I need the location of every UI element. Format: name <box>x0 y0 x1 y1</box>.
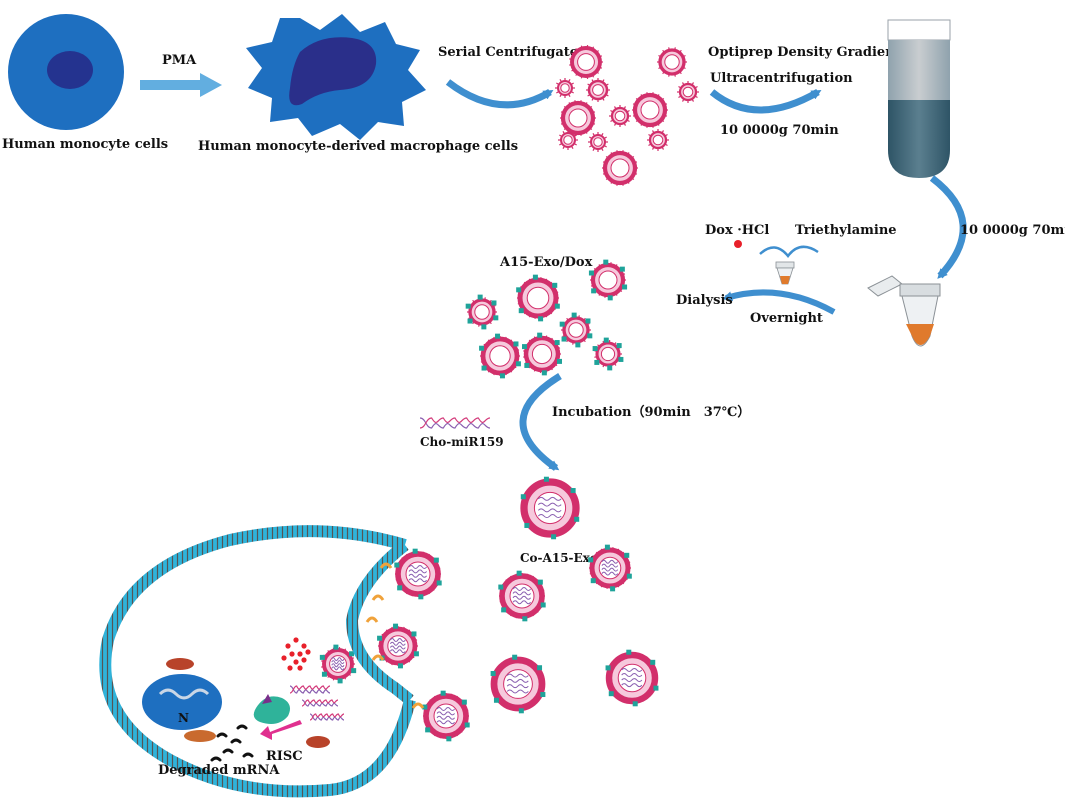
monocyte-cell-icon <box>8 14 124 130</box>
centrifuge-tube-icon <box>887 19 951 178</box>
speed-label-top: 10 0000g 70min <box>720 123 839 138</box>
monocyte-label: Human monocyte cells <box>2 137 168 152</box>
dox-bracket-arrow <box>759 245 819 259</box>
exosome-icon <box>602 150 638 186</box>
nucleus-icon <box>142 674 222 730</box>
exosome-icon <box>586 78 610 102</box>
exosome-icon <box>319 644 357 684</box>
serial-centrifugate-label: Serial Centrifugate <box>438 45 578 60</box>
exosome-icon <box>520 476 580 540</box>
mirna-helix-icon <box>419 417 491 429</box>
serial-centrifugate-arrow <box>445 79 554 109</box>
eppendorf-tube-icon <box>867 275 941 347</box>
exosome-icon <box>605 649 659 707</box>
mirna-helix-icon <box>419 417 491 429</box>
co-a15-exo-label: Co-A15-Exo <box>520 551 598 565</box>
exosome-icon <box>588 259 628 301</box>
exosome-icon <box>569 45 603 79</box>
target-cell <box>99 525 416 798</box>
exosome-icon <box>559 312 593 348</box>
exosome-icon <box>422 690 470 742</box>
overnight-label: Overnight <box>750 311 823 326</box>
a15-exo-dox-label: A15-Exo/Dox <box>499 255 593 270</box>
pma-arrow <box>140 73 222 97</box>
optiprep-label-line2: Ultracentrifugation <box>710 71 853 86</box>
pma-label: PMA <box>162 53 197 68</box>
dialysis-arrow <box>722 289 836 315</box>
exosome-icon <box>632 92 668 128</box>
exosome-icon <box>609 105 631 127</box>
receptor-icon <box>365 616 379 623</box>
optiprep-label-line1: Optiprep Density Gradient <box>708 45 901 60</box>
ultracentrifugation-arrow <box>709 88 822 114</box>
receptor-icon <box>371 594 385 601</box>
exosome-icon <box>558 130 578 150</box>
receptor-icon <box>411 702 425 709</box>
risc-label: RISC <box>266 749 303 764</box>
speed-label-right: 10 0000g 70min <box>960 223 1065 238</box>
mirna-helix-icon <box>309 713 345 721</box>
exosome-icon <box>657 47 687 77</box>
incubation-arrow <box>519 373 562 471</box>
exosome-icon <box>490 654 546 714</box>
exosome-cluster-top <box>555 45 699 186</box>
mirna-helix-icon <box>301 699 339 707</box>
degraded-mrna-icon <box>210 724 254 762</box>
dox-particles <box>281 637 311 671</box>
receptor-icon <box>379 562 393 569</box>
exosome-cluster-middle <box>465 259 628 379</box>
tube-to-eppendorf-arrow <box>929 175 967 279</box>
mirna-helix-icon <box>289 685 331 694</box>
exosome-icon <box>560 100 596 136</box>
nucleus-label: N <box>178 711 189 725</box>
exosome-cluster-bottom <box>319 476 659 742</box>
small-eppendorf-icon <box>775 261 795 285</box>
degraded-mrna-label: Degraded mRNA <box>158 763 280 778</box>
exosome-icon <box>588 544 632 592</box>
triethylamine-label: Triethylamine <box>795 223 897 238</box>
mitochondria-icon <box>166 658 330 748</box>
exosome-icon <box>647 129 669 151</box>
dox-hcl-label: Dox ·HCl <box>705 223 769 238</box>
exosome-icon <box>479 333 521 379</box>
exosome-icon <box>521 332 563 376</box>
exosome-icon <box>592 337 624 371</box>
exosome-icon <box>498 570 546 622</box>
incubation-label: Incubation（90min 37℃） <box>552 404 750 420</box>
risc-complex-icon <box>253 694 302 740</box>
macrophage-cell-icon <box>246 14 426 140</box>
exosome-icon <box>555 78 575 98</box>
mirna-helix-group <box>289 685 345 721</box>
exosome-icon <box>588 132 608 152</box>
macrophage-label: Human monocyte-derived macrophage cells <box>198 139 518 154</box>
exosome-icon <box>516 274 560 322</box>
dialysis-label: Dialysis <box>676 293 733 308</box>
exosome-icon <box>465 294 499 330</box>
exosome-icon <box>394 548 442 600</box>
exosome-icon <box>677 81 699 103</box>
cho-mir159-label: Cho-miR159 <box>420 435 504 449</box>
exosome-icon <box>377 623 419 669</box>
receptor-icon <box>371 654 385 661</box>
dox-molecule-icon <box>734 240 742 248</box>
